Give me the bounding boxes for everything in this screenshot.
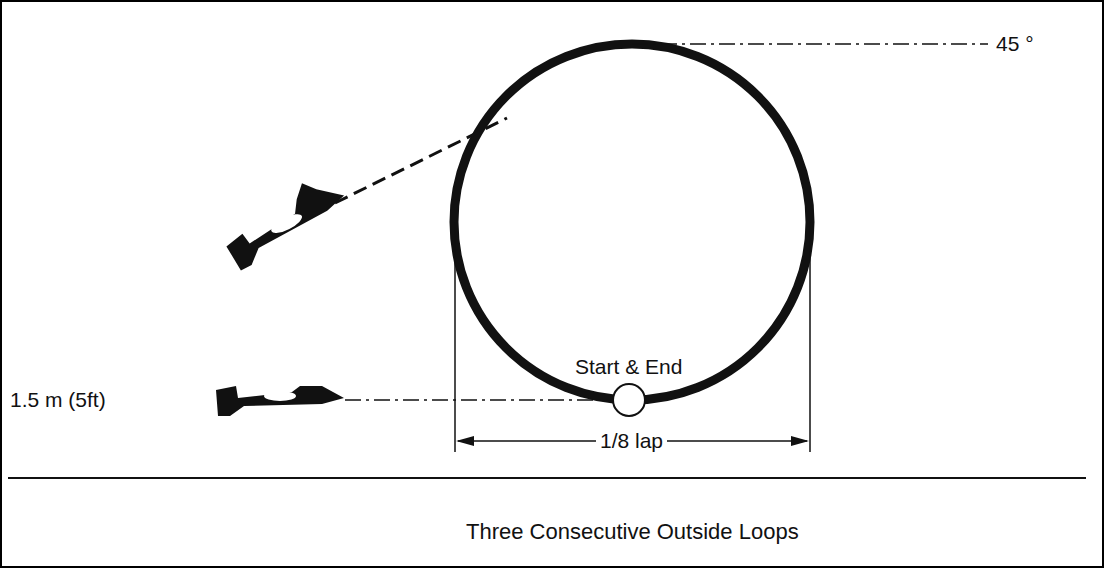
extension-line xyxy=(454,222,456,452)
caption: Three Consecutive Outside Loops xyxy=(462,519,803,545)
climbing-model-plane xyxy=(216,169,353,272)
arrowhead xyxy=(791,436,809,446)
extension-line xyxy=(809,222,811,452)
start-marker xyxy=(613,384,645,416)
start-end-label: Start & End xyxy=(571,354,686,379)
loop-path xyxy=(454,44,810,400)
entry-path xyxy=(335,118,507,203)
height-reference-line xyxy=(632,43,988,45)
level-model-plane xyxy=(216,386,344,416)
dimension-label: 1/8 lap xyxy=(596,428,667,453)
height-label: 1.5 m (5ft) xyxy=(6,387,110,412)
arrowhead xyxy=(456,436,474,446)
ground-line xyxy=(8,477,1086,479)
level-reference-line xyxy=(345,399,612,401)
angle-label: 45 ° xyxy=(992,31,1038,56)
